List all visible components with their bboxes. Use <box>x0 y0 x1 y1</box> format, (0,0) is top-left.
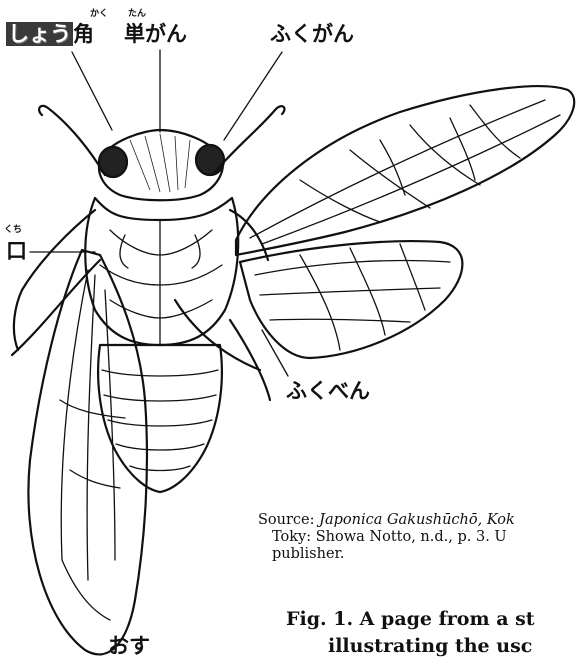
right-hindwing <box>240 241 462 358</box>
source-prefix: Source: <box>258 512 315 528</box>
figure-caption: Fig. 1. A page from a st illustrating th… <box>286 606 535 660</box>
label-tangan-kanji: 単 <box>124 22 145 46</box>
label-shokaku-ruby: かく <box>90 6 108 19</box>
caption-line-1: Fig. 1. A page from a st <box>286 606 535 633</box>
right-forewing <box>236 86 574 255</box>
label-fukuben: ふくべん <box>286 375 370 405</box>
label-osu: おす <box>108 630 150 660</box>
leader-lines <box>30 50 288 376</box>
cicada-head <box>99 130 224 200</box>
label-shokaku: しょう角 <box>6 18 94 48</box>
cicada-abdomen <box>98 345 222 492</box>
label-tangan: 単がん <box>124 18 187 48</box>
label-mouth-ruby: くち <box>4 222 22 235</box>
source-line-2: Toky: Showa Notto, n.d., p. 3. U <box>258 529 515 546</box>
source-note: Source: Japonica Gakushūchō, Kok Toky: S… <box>258 512 515 563</box>
label-shokaku-kanji: 角 <box>73 22 94 46</box>
label-mouth: 口 <box>6 235 27 265</box>
source-line-1: Source: Japonica Gakushūchō, Kok <box>258 512 515 529</box>
caption-line-2: illustrating the usc <box>286 633 535 660</box>
label-shokaku-kana: しょう <box>6 22 73 46</box>
source-line-3: publisher. <box>258 546 515 563</box>
label-fukugan: ふくがん <box>270 18 354 48</box>
source-title: Japonica Gakushūchō, Kok <box>319 512 515 528</box>
label-tangan-kana: がん <box>145 22 187 46</box>
label-tangan-ruby: たん <box>128 6 146 19</box>
